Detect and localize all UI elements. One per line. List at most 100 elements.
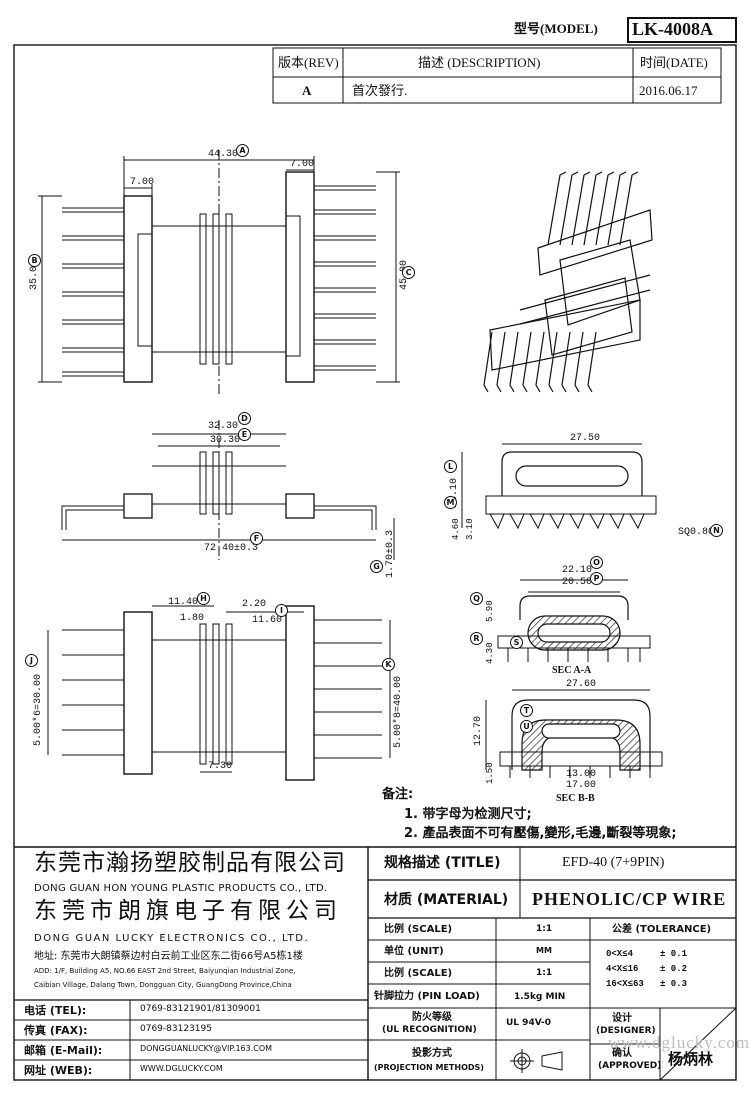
company-name-en-2: DONG GUAN LUCKY ELECTRONICS CO., LTD. (34, 933, 310, 944)
date-col-header: 时间(DATE) (640, 55, 708, 70)
dimension-marker-r: R (470, 632, 483, 645)
tolerance-row-3: 16<X≤63 ± 0.3 (606, 979, 688, 989)
fax-label: 传真 (FAX): (24, 1024, 88, 1037)
desc-col-header: 描述 (DESCRIPTION) (418, 55, 541, 70)
dim-30-30: 30.30 (210, 435, 241, 446)
model-value: LK-4008A (632, 19, 713, 39)
section-b-label: SEC B-B (556, 793, 595, 804)
projection-label-2: (PROJECTION METHODS) (374, 1063, 484, 1072)
designer-label-1: 设计 (612, 1013, 632, 1024)
title-label: 规格描述 (TITLE) (384, 855, 501, 871)
dimension-marker-k: K (382, 658, 395, 671)
email-value: DONGGUANLUCKY@VIP.163.COM (140, 1044, 273, 1053)
dim-sq: SQ0.80 (678, 527, 715, 538)
title-value: EFD-40 (7+9PIN) (562, 855, 665, 870)
company-address-en-1: ADD: 1/F, Building A5, NO.66 EAST 2nd St… (34, 967, 296, 975)
model-label: 型号(MODEL) (514, 21, 598, 36)
dimension-marker-m: M (444, 496, 457, 509)
dim-72-40: 72.40±0.3 (204, 543, 259, 554)
tolerance-label: 公差 (TOLERANCE) (612, 924, 712, 935)
approved-label-2: (APPROVED) (598, 1061, 662, 1071)
dimension-marker-l: L (444, 460, 457, 473)
dim-27-60: 27.60 (566, 679, 597, 690)
pin-load-value: 1.5kg MIN (514, 992, 566, 1002)
dimension-marker-t: T (520, 704, 533, 717)
dim-1-50: 1.50 (485, 762, 495, 784)
dim-11-60: 11.60 (252, 615, 283, 626)
rev-value: A (302, 83, 312, 98)
dimension-marker-i: I (275, 604, 288, 617)
fax-value: 0769-83123195 (140, 1024, 212, 1034)
dimension-marker-s: S (510, 636, 523, 649)
dim-1-70: 1.70±0.3 (385, 529, 396, 578)
material-value: PHENOLIC/CP WIRE (532, 889, 727, 909)
ul-label-1: 防火等级 (412, 1012, 452, 1023)
email-label: 邮箱 (E-Mail): (24, 1044, 103, 1057)
projection-symbol-icon (506, 1050, 528, 1072)
dim-5x8: 5.00*8=40.00 (393, 675, 404, 748)
tel-label: 电话 (TEL): (24, 1004, 87, 1017)
unit-value: MM (536, 946, 552, 955)
dim-5-90: 5.90 (485, 600, 495, 622)
dim-4-30: 4.30 (485, 642, 495, 664)
drawing-frame (13, 44, 737, 1081)
dim-5x6: 5.00*6=30.00 (33, 673, 44, 746)
dim-32-30: 32.30 (208, 421, 239, 432)
dimension-marker-p: P (590, 572, 603, 585)
dim-7-00-right: 7.00 (290, 159, 315, 170)
dimension-marker-b: B (28, 254, 41, 267)
dimension-marker-o: O (590, 556, 603, 569)
approved-label-1: 确认 (612, 1048, 632, 1059)
company-address-en-2: Caibian Village, Dalang Town, Dongguan C… (34, 981, 292, 989)
company-name-en-1: DONG GUAN HON YOUNG PLASTIC PRODUCTS CO.… (34, 883, 328, 894)
web-label: 网址 (WEB): (24, 1064, 93, 1077)
scale-value-2: 1:1 (536, 968, 553, 978)
notes-title: 备注: (382, 787, 414, 802)
side-view (61, 420, 395, 560)
approver-name: 杨炳林 (668, 1050, 714, 1068)
web-value: WWW.DGLUCKY.COM (140, 1064, 223, 1073)
front-view (38, 150, 400, 395)
bottom-view (47, 605, 391, 781)
dim-12-70: 12.70 (473, 715, 484, 746)
dim-4-60: 4.60 (451, 518, 461, 540)
desc-value: 首次發行. (352, 83, 408, 98)
dim-17-00: 17.00 (566, 780, 597, 791)
dimension-marker-q: Q (470, 592, 483, 605)
tolerance-row-1: 0<X≤4 ± 0.1 (606, 949, 688, 959)
dimension-marker-f: F (250, 532, 263, 545)
dim-11-40: 11.40 (168, 597, 199, 608)
date-value: 2016.06.17 (639, 83, 698, 98)
dim-7-30: 7.30 (208, 761, 233, 772)
section-b-b (485, 689, 663, 778)
title-block (14, 846, 737, 1081)
dim-27-50: 27.50 (570, 433, 601, 444)
isometric-view (483, 171, 653, 393)
revision-table (272, 47, 722, 104)
projection-label-1: 投影方式 (412, 1048, 452, 1059)
notes-line-1: 1. 带字母为检测尺寸; (404, 807, 532, 822)
dimension-marker-h: H (197, 592, 210, 605)
scale-label-1: 比例 (SCALE) (384, 924, 453, 935)
company-name-cn-1: 东莞市瀚扬塑胶制品有限公司 (34, 850, 346, 876)
material-label: 材质 (MATERIAL) (384, 892, 509, 908)
rev-col-header: 版本(REV) (278, 55, 339, 70)
dimension-marker-n: N (710, 524, 723, 537)
dim-2-20: 2.20 (242, 599, 267, 610)
dim-44-30: 44.30 (208, 149, 239, 160)
dimension-marker-u: U (520, 720, 533, 733)
model-box (627, 17, 737, 43)
designer-label-2: (DESIGNER) (596, 1026, 656, 1036)
pin-load-label: 针脚拉力 (PIN LOAD) (374, 991, 480, 1002)
watermark-text: www.dglucky.com (608, 1033, 750, 1052)
scale-label-2: 比例 (SCALE) (384, 968, 453, 979)
dim-3-10: 3.10 (465, 518, 475, 540)
tel-value: 0769-83121901/81309001 (140, 1004, 261, 1014)
dimension-marker-g: G (370, 560, 383, 573)
dimension-marker-e: E (238, 428, 251, 441)
dim-22-10: 22.10 (562, 565, 593, 576)
dimension-marker-c: C (402, 266, 415, 279)
right-side-view (461, 443, 657, 530)
dim-7-00-left: 7.00 (130, 177, 155, 188)
